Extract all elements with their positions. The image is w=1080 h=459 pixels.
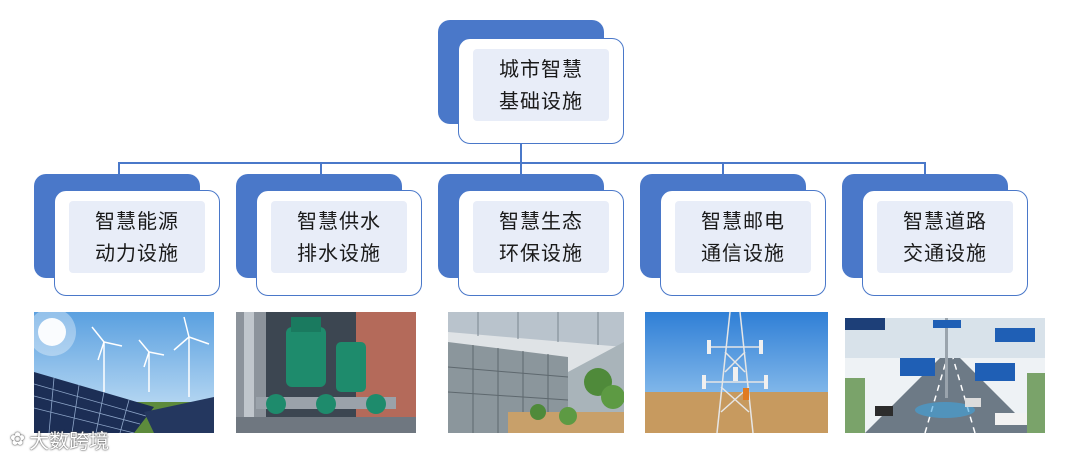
- child-label-line1: 智慧生态: [499, 209, 583, 233]
- child-label-line1: 智慧能源: [95, 209, 179, 233]
- child-node-ecology: 智慧生态 环保设施: [438, 174, 624, 298]
- horizontal-connector: [118, 162, 926, 164]
- watermark: ✿ 大数跨境: [10, 425, 109, 454]
- child-label-line1: 智慧供水: [297, 209, 381, 233]
- child-label-line2: 通信设施: [701, 241, 785, 265]
- child-label-line2: 环保设施: [499, 241, 583, 265]
- child-label-line1: 智慧道路: [903, 209, 987, 233]
- root-label-line1: 城市智慧: [499, 57, 583, 81]
- child-node-telecom: 智慧邮电 通信设施: [640, 174, 826, 298]
- telecom-tower-photo: [645, 312, 828, 433]
- water-pump-photo: [236, 312, 416, 433]
- child-node-energy: 智慧能源 动力设施: [34, 174, 220, 298]
- child-node-road: 智慧道路 交通设施: [842, 174, 1028, 298]
- child-connector-5: [924, 162, 926, 176]
- child-connector-3: [520, 162, 522, 176]
- smart-road-photo: [845, 318, 1045, 433]
- child-label-line1: 智慧邮电: [701, 209, 785, 233]
- watermark-text: 大数跨境: [29, 429, 110, 453]
- child-label-line2: 交通设施: [903, 241, 987, 265]
- watermark-logo-icon: ✿: [10, 429, 26, 450]
- root-connector: [520, 142, 522, 164]
- greenhouse-photo: [448, 312, 624, 433]
- root-node: 城市智慧 基础设施: [438, 20, 624, 144]
- root-label-line2: 基础设施: [499, 89, 583, 113]
- child-connector-2: [320, 162, 322, 176]
- child-label-line2: 动力设施: [95, 241, 179, 265]
- child-node-water: 智慧供水 排水设施: [236, 174, 422, 298]
- solar-wind-photo: [34, 312, 214, 433]
- child-connector-1: [118, 162, 120, 176]
- child-connector-4: [722, 162, 724, 176]
- child-label-line2: 排水设施: [297, 241, 381, 265]
